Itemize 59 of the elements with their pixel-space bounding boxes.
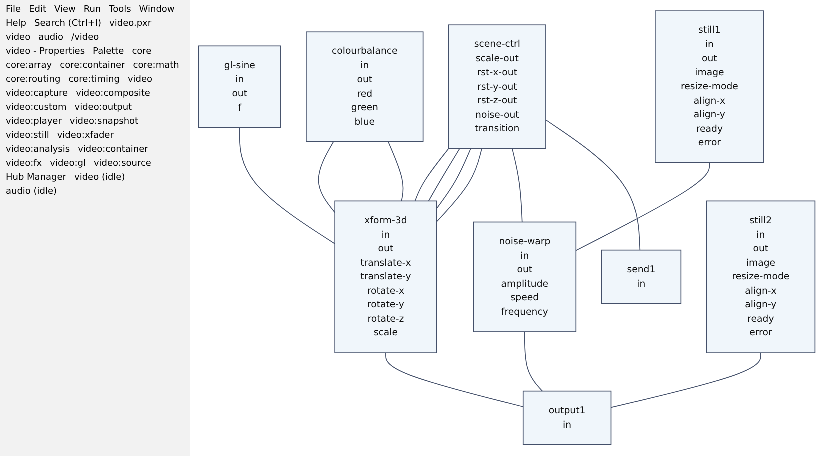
connector: [414, 148, 450, 202]
node-box: still2 in out image resize-mode align-x align-y ready error: [706, 200, 816, 354]
connector: [239, 127, 336, 244]
ui-label: Edit: [28, 4, 48, 16]
ui-label: video:analysis: [5, 144, 72, 156]
connector: [512, 148, 523, 223]
ui-label: video:container: [77, 144, 150, 156]
node-box: still1 in out image resize-mode align-x align-y ready error: [655, 10, 764, 164]
connector: [546, 120, 641, 251]
ui-label: core:routing: [5, 74, 62, 86]
ui-label: /video: [70, 32, 100, 44]
ui-label: video: [126, 74, 154, 86]
node-box: output1 in: [522, 390, 612, 446]
node-box: colourbalance in out red green blue: [306, 32, 424, 142]
connector: [524, 332, 543, 392]
ui-label: Palette: [92, 46, 126, 58]
connector: [318, 141, 336, 214]
ui-label: View: [54, 4, 77, 16]
connector: [428, 148, 460, 202]
ui-label: video: [5, 32, 32, 44]
node-box: noise-warp in out amplitude speed frequency: [473, 222, 577, 332]
node-box: gl-sine in out f: [198, 46, 282, 128]
connector: [436, 148, 482, 222]
ui-label: video:player: [5, 116, 63, 128]
node-box: xform-3d in out translate-x translate-y rotate-x rotate-y rotate-z scale: [334, 200, 438, 354]
ui-label: Run: [82, 4, 102, 16]
ui-label: core:container: [59, 60, 126, 72]
ui-label: Hub Manager: [5, 172, 68, 184]
ui-label: video:still: [5, 130, 50, 142]
connector: [388, 141, 404, 202]
connector: [610, 352, 762, 408]
ui-label: Tools: [108, 4, 132, 16]
ui-label: video:composite: [75, 88, 152, 100]
ui-label: video:gl: [49, 158, 87, 170]
ui-label: video:source: [92, 158, 152, 170]
connector: [436, 148, 472, 210]
ui-label: video:fx: [5, 158, 44, 170]
ui-label: core:math: [132, 60, 180, 72]
ui-label: Search (Ctrl+I): [34, 18, 103, 30]
ui-label: video.pxr: [108, 18, 153, 30]
ui-label: Help: [5, 18, 28, 30]
ui-label: video:custom: [5, 102, 68, 114]
ui-label: core:timing: [68, 74, 121, 86]
ui-label: video:snapshot: [68, 116, 140, 128]
ui-label: video:output: [74, 102, 134, 114]
ui-label: core:array: [5, 60, 54, 72]
node-box: send1 in: [601, 250, 682, 304]
ui-label: video - Properties: [5, 46, 86, 58]
connector: [386, 352, 524, 408]
ui-label: File: [5, 4, 22, 16]
node-box: scene-ctrl scale-out rst-x-out rst-y-out rst-z-out noise-out transition: [448, 24, 546, 150]
ui-label: Window: [138, 4, 176, 16]
ui-label: video:xfader: [56, 130, 115, 142]
ui-label: audio: [38, 32, 65, 44]
ui-label: core: [131, 46, 153, 58]
ui-label: video (idle): [74, 172, 126, 184]
ui-label: audio (idle): [5, 186, 58, 198]
ui-label: video:capture: [5, 88, 70, 100]
connector: [576, 162, 710, 252]
